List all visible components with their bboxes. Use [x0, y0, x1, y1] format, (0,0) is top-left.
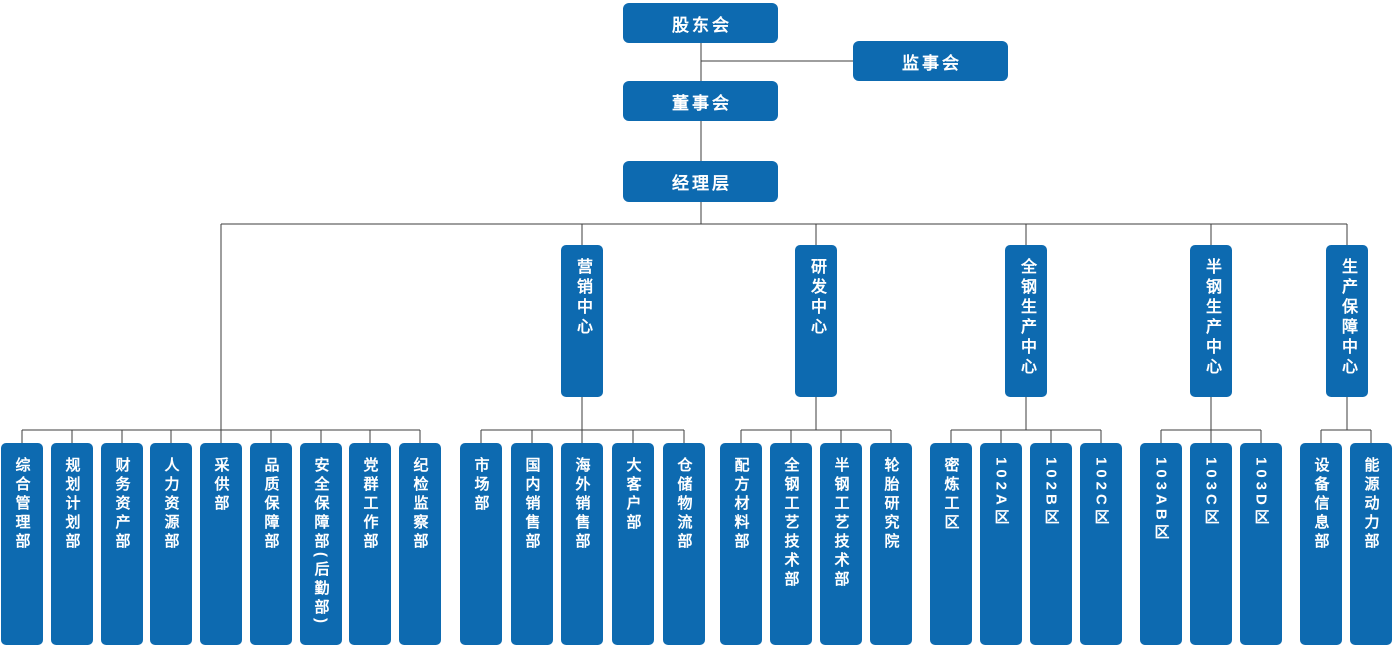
dept-node-c3-0: 103AB区 [1140, 443, 1182, 645]
center-node-3: 半钢生产中心 [1190, 245, 1232, 397]
dept-node-c3-1: 103C区 [1190, 443, 1232, 645]
dept-node-c0-2: 海外销售部 [561, 443, 603, 645]
dept-node-c0-3-label: 大客户部 [624, 457, 642, 533]
dept-node-direct-2: 财务资产部 [101, 443, 143, 645]
dept-node-c1-1: 全钢工艺技术部 [770, 443, 812, 645]
dept-node-c0-1-label: 国内销售部 [523, 457, 541, 552]
dept-node-c3-2-label: 103D区 [1252, 457, 1270, 528]
dept-node-c2-0: 密炼工区 [930, 443, 972, 645]
dept-node-c4-1: 能源动力部 [1350, 443, 1392, 645]
center-node-0: 营销中心 [561, 245, 603, 397]
dept-node-c0-4: 仓储物流部 [663, 443, 705, 645]
node-shareholders: 股东会 [623, 3, 778, 43]
dept-node-c1-2: 半钢工艺技术部 [820, 443, 862, 645]
center-node-4: 生产保障中心 [1326, 245, 1368, 397]
dept-node-c0-3: 大客户部 [612, 443, 654, 645]
dept-node-direct-3-label: 人力资源部 [162, 457, 180, 552]
center-node-4-label: 生产保障中心 [1339, 258, 1356, 378]
dept-node-direct-8: 纪检监察部 [399, 443, 441, 645]
dept-node-c2-1-label: 102A区 [992, 457, 1010, 528]
dept-node-direct-2-label: 财务资产部 [113, 457, 131, 552]
node-shareholders-label: 股东会 [672, 15, 732, 35]
dept-node-c2-3: 102C区 [1080, 443, 1122, 645]
dept-node-c1-3-label: 轮胎研究院 [882, 457, 900, 552]
node-board-of-directors: 董事会 [623, 81, 778, 121]
dept-node-c1-0-label: 配方材料部 [732, 457, 750, 552]
center-node-1: 研发中心 [795, 245, 837, 397]
dept-node-c2-0-label: 密炼工区 [942, 457, 960, 533]
dept-node-c1-1-label: 全钢工艺技术部 [782, 457, 800, 590]
node-management-level: 经理层 [623, 161, 778, 202]
dept-node-direct-3: 人力资源部 [150, 443, 192, 645]
dept-node-c1-0: 配方材料部 [720, 443, 762, 645]
node-supervisory-board-label: 监事会 [902, 53, 962, 73]
center-node-2-label: 全钢生产中心 [1018, 258, 1035, 378]
dept-node-c2-1: 102A区 [980, 443, 1022, 645]
dept-node-direct-7-label: 党群工作部 [361, 457, 379, 552]
dept-node-c2-2: 102B区 [1030, 443, 1072, 645]
dept-node-c3-2: 103D区 [1240, 443, 1282, 645]
center-node-1-label: 研发中心 [808, 258, 825, 338]
dept-node-c3-0-label: 103AB区 [1152, 457, 1170, 543]
dept-node-c4-0-label: 设备信息部 [1312, 457, 1330, 552]
dept-node-direct-7: 党群工作部 [349, 443, 391, 645]
dept-node-direct-6-label: 安全保障部(后勤部) [312, 457, 330, 627]
dept-node-c4-1-label: 能源动力部 [1362, 457, 1380, 552]
center-node-2: 全钢生产中心 [1005, 245, 1047, 397]
dept-node-direct-5-label: 品质保障部 [262, 457, 280, 552]
center-node-3-label: 半钢生产中心 [1203, 258, 1220, 378]
node-supervisory-board: 监事会 [853, 41, 1008, 81]
dept-node-direct-4: 采供部 [200, 443, 242, 645]
dept-node-direct-1-label: 规划计划部 [63, 457, 81, 552]
node-management-level-label: 经理层 [672, 174, 732, 193]
dept-node-direct-0: 综合管理部 [1, 443, 43, 645]
dept-node-direct-1: 规划计划部 [51, 443, 93, 645]
dept-node-c0-1: 国内销售部 [511, 443, 553, 645]
node-board-of-directors-label: 董事会 [672, 93, 732, 113]
dept-node-c4-0: 设备信息部 [1300, 443, 1342, 645]
dept-node-c1-3: 轮胎研究院 [870, 443, 912, 645]
dept-node-direct-0-label: 综合管理部 [13, 457, 31, 552]
dept-node-c0-0: 市场部 [460, 443, 502, 645]
dept-node-c2-3-label: 102C区 [1092, 457, 1110, 528]
dept-node-c0-4-label: 仓储物流部 [675, 457, 693, 552]
dept-node-direct-4-label: 采供部 [212, 457, 230, 514]
dept-node-direct-8-label: 纪检监察部 [411, 457, 429, 552]
dept-node-c2-2-label: 102B区 [1042, 457, 1060, 528]
dept-node-c3-1-label: 103C区 [1202, 457, 1220, 528]
dept-node-c1-2-label: 半钢工艺技术部 [832, 457, 850, 590]
dept-node-direct-6: 安全保障部(后勤部) [300, 443, 342, 645]
dept-node-c0-0-label: 市场部 [472, 457, 490, 514]
dept-node-c0-2-label: 海外销售部 [573, 457, 591, 552]
center-node-0-label: 营销中心 [574, 258, 591, 338]
dept-node-direct-5: 品质保障部 [250, 443, 292, 645]
